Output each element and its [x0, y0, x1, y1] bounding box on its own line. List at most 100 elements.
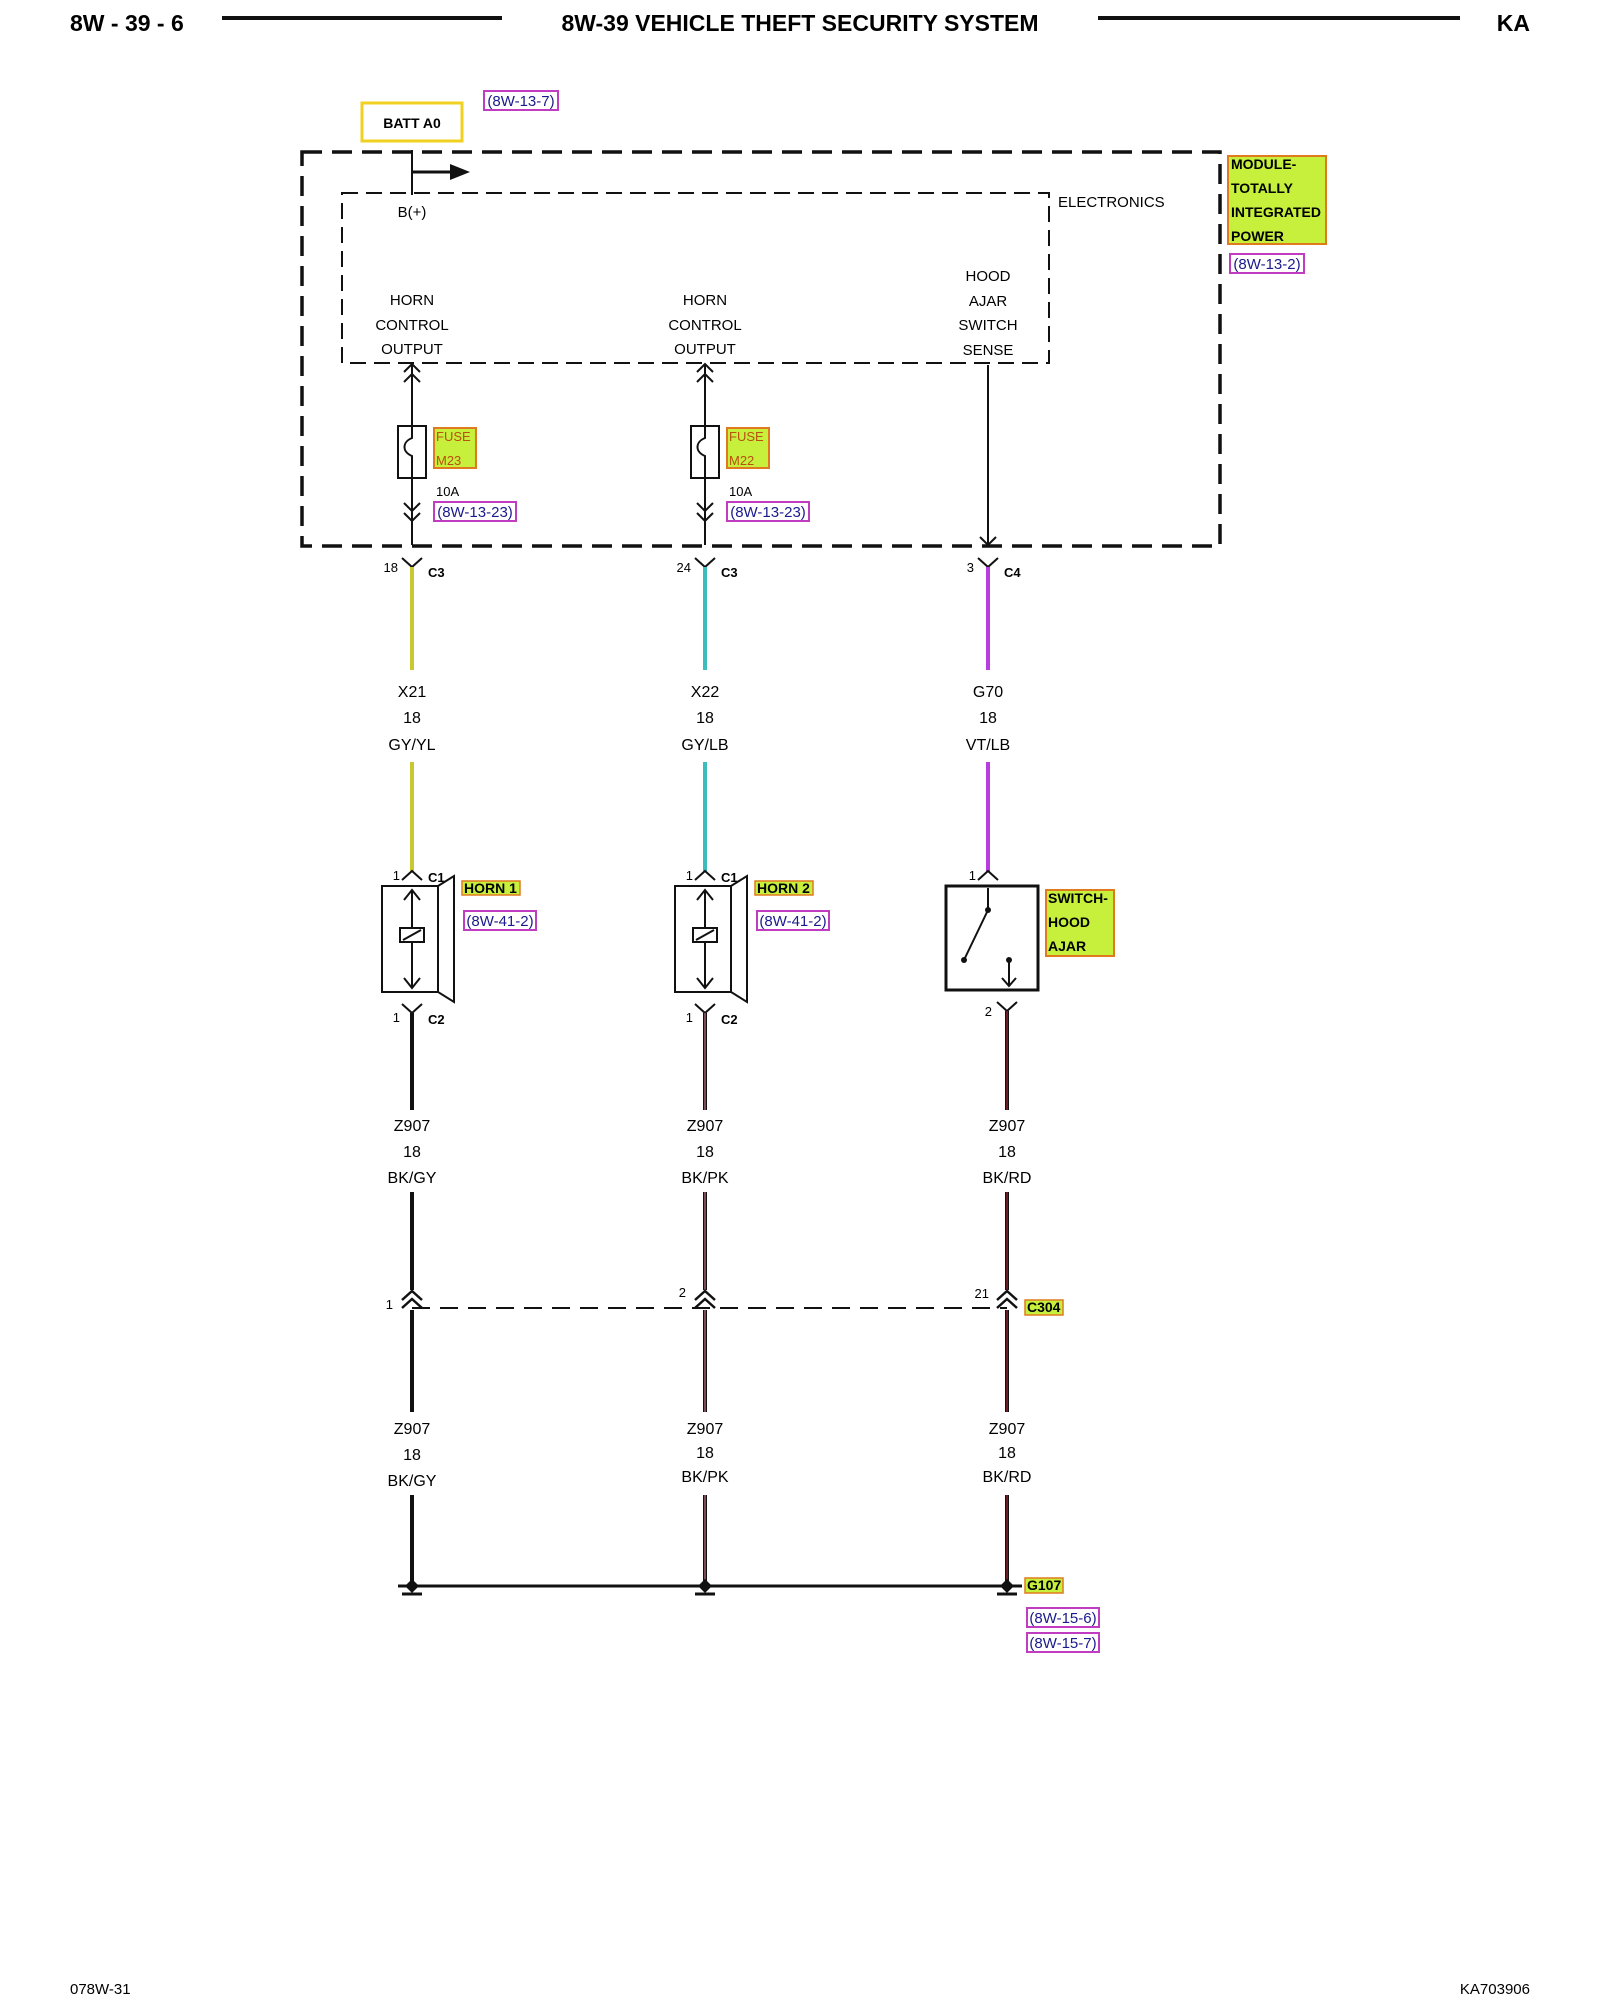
fuse-m22-tag: [726, 427, 770, 469]
module-connector-1-symbol: [401, 557, 423, 569]
middle-wire-3-label: Z907 18 BK/RD: [983, 1118, 1032, 1187]
c304-pin-1: 1: [386, 1289, 423, 1312]
ground-splice-3: [997, 1579, 1017, 1596]
horn-1: 1 C1 1 C2: [381, 868, 455, 1027]
fuse-m23-bottom-arrow: [403, 502, 421, 513]
horn-2-ref-link[interactable]: (8W-41-2): [759, 913, 826, 930]
horn-1-name: HORN 1: [464, 880, 517, 896]
horn-2-c2-symbol: [694, 1003, 716, 1015]
horn-2-ref-box[interactable]: [756, 910, 830, 931]
ground-splice-2: [695, 1579, 715, 1596]
hood-switch-tag: [1045, 889, 1115, 957]
mid-wire-1-circuit: Z907: [394, 1118, 431, 1135]
c304-pin-21: 21: [975, 1286, 1018, 1309]
g107-ref-1-box[interactable]: [1026, 1607, 1100, 1628]
wire-x22-circuit: X22: [691, 684, 720, 701]
output-3-line-3: SWITCH: [958, 317, 1017, 334]
b-plus-label: B(+): [398, 204, 427, 221]
batt-ref-link[interactable]: (8W-13-7): [487, 93, 554, 110]
page-title: 8W-39 VEHICLE THEFT SECURITY SYSTEM: [561, 10, 1038, 36]
fuse-m23-bottom-arrow-2: [403, 512, 421, 523]
lower-wire-1-label: Z907 18 BK/GY: [388, 1421, 437, 1490]
module-connector-2-symbol: [694, 557, 716, 569]
module-name-line-4: POWER: [1231, 228, 1284, 244]
low-wire-1-color: BK/GY: [388, 1473, 437, 1490]
low-wire-1-gauge: 18: [403, 1447, 421, 1464]
output-1-line-1: HORN: [390, 292, 434, 309]
output-1-label: HORN CONTROL OUTPUT: [375, 292, 448, 358]
hood-switch-pin-bottom: 2: [985, 1004, 992, 1019]
output-2-line-1: HORN: [683, 292, 727, 309]
fuse-m22-label-2: M22: [729, 453, 754, 468]
module-connector-1: 18 C3: [384, 557, 445, 580]
model-code: KA: [1497, 10, 1530, 36]
fuse-m23-rating: 10A: [436, 484, 459, 499]
low-wire-2-circuit: Z907: [687, 1421, 724, 1438]
footer-right-code: KA703906: [1460, 1981, 1530, 1998]
footer-left-code: 078W-31: [70, 1981, 131, 1998]
module-connector-3-pin: 3: [967, 560, 974, 575]
wire-g70-circuit: G70: [973, 684, 1003, 701]
horn-2: 1 C1 1 C2: [674, 868, 748, 1027]
electronics-label: ELECTRONICS: [1058, 194, 1165, 211]
hood-switch-pin-top: 1: [969, 868, 976, 883]
low-wire-3-color: BK/RD: [983, 1469, 1032, 1486]
mid-wire-2-gauge: 18: [696, 1144, 714, 1161]
horn-2-conn-bottom: C2: [721, 1012, 738, 1027]
fuse-m22-ref-link[interactable]: (8W-13-23): [730, 504, 806, 521]
c304-pin-1-symbol-b: [401, 1297, 423, 1309]
low-wire-3-gauge: 18: [998, 1445, 1016, 1462]
fuse-m23-label-2: M23: [436, 453, 461, 468]
module-name-line-3: INTEGRATED: [1231, 204, 1321, 220]
horn-1-ref-box[interactable]: [463, 910, 537, 931]
electronics-outline: [341, 192, 1050, 364]
hood-switch-name-3: AJAR: [1048, 938, 1086, 954]
output-1-line-3: OUTPUT: [381, 341, 443, 358]
g107-ref-1-link[interactable]: (8W-15-6): [1029, 1610, 1096, 1627]
fuse-m22-label-1: FUSE: [729, 429, 764, 444]
output-3-line-4: SENSE: [963, 342, 1014, 359]
middle-wires: [410, 1011, 1009, 1290]
module-name-line-1: MODULE-: [1231, 156, 1297, 172]
horn-1-arrow-down: [403, 977, 421, 990]
module-ref-box[interactable]: [1229, 253, 1305, 274]
wire-x22-gauge: 18: [696, 710, 714, 727]
wire-x21-color: GY/YL: [388, 737, 435, 754]
c304-pin-1-number: 1: [386, 1297, 393, 1312]
ground-splice-2-diamond: [698, 1579, 712, 1593]
fuse-m23-ref-link[interactable]: (8W-13-23): [437, 504, 513, 521]
fuse-m22-element: [696, 426, 706, 478]
output-3-label: HOOD AJAR SWITCH SENSE: [958, 268, 1017, 359]
g107-ref-2-box[interactable]: [1026, 1632, 1100, 1653]
fuse-m22-rating: 10A: [729, 484, 752, 499]
g107-tag: [1024, 1577, 1064, 1594]
batt-label: BATT A0: [383, 115, 441, 131]
fuse-m22-ref-box[interactable]: [726, 501, 810, 522]
c304-pin-2-number: 2: [679, 1285, 686, 1300]
wire-x21-circuit: X21: [398, 684, 427, 701]
module-connector-3-name: C4: [1004, 565, 1021, 580]
page-number: 8W - 39 - 6: [70, 10, 184, 36]
wire-g70-color: VT/LB: [966, 737, 1010, 754]
fuse-m23-element: [403, 426, 413, 478]
fuse-m22-bottom-arrow: [696, 502, 714, 513]
horn-1-ref-link[interactable]: (8W-41-2): [466, 913, 533, 930]
g107-ref-2-link[interactable]: (8W-15-7): [1029, 1635, 1096, 1652]
tipm-module-outline: [300, 150, 1222, 548]
module-connector-2-name: C3: [721, 565, 738, 580]
fuse-m23-ref-box[interactable]: [433, 501, 517, 522]
horn-1-pin-bottom: 1: [393, 1010, 400, 1025]
batt-label-box: [360, 101, 464, 143]
horn-1-bell: [437, 874, 455, 1004]
lower-wire-2-label: Z907 18 BK/PK: [681, 1421, 728, 1486]
hood-sense-arrow: [979, 536, 997, 547]
wire-x22-color: GY/LB: [681, 737, 728, 754]
module-ref-link[interactable]: (8W-13-2): [1233, 256, 1300, 273]
output-3-line-1: HOOD: [966, 268, 1011, 285]
fuse-m22: [690, 362, 720, 545]
hood-switch-top-symbol: [977, 869, 999, 881]
horn-1-tag: [461, 880, 521, 896]
module-connector-2-pin: 24: [677, 560, 691, 575]
batt-ref-box[interactable]: [483, 90, 559, 111]
